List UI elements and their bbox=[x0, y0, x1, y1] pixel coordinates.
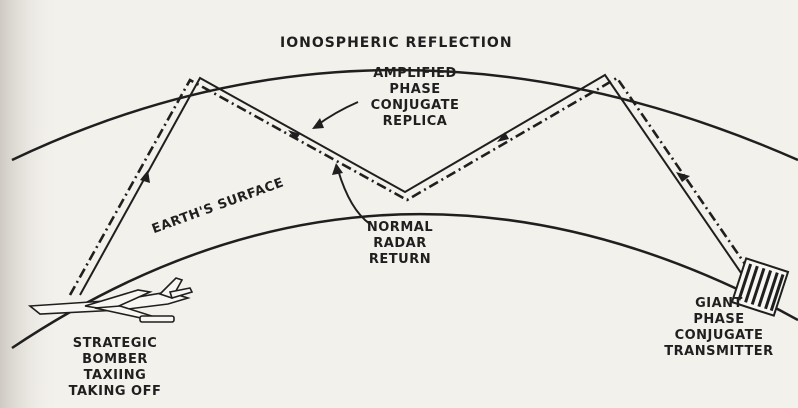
amplified-leader-arrow bbox=[312, 118, 324, 129]
ionosphere-arc bbox=[11, 68, 798, 162]
earth-surface-arc bbox=[11, 212, 798, 350]
amplified-replica-label: AMPLIFIED PHASE CONJUGATE REPLICA bbox=[355, 66, 475, 130]
bomber-label: STRATEGIC BOMBER TAXIING TAKING OFF bbox=[60, 336, 170, 400]
normal-label-line-1: NORMAL bbox=[366, 220, 434, 235]
normal-leader-line bbox=[337, 169, 371, 225]
transmitter-label-line-2: PHASE bbox=[693, 312, 745, 327]
normal-radar-return-path bbox=[79, 73, 749, 296]
amplified-replica-path bbox=[68, 76, 760, 296]
ionospheric-reflection-label: IONOSPHERIC REFLECTION bbox=[280, 35, 513, 51]
phase-conjugate-transmitter-icon bbox=[730, 257, 790, 317]
path-arrowheads bbox=[140, 130, 690, 183]
transmitter-label: GIANT PHASE CONJUGATE TRANSMITTER bbox=[664, 296, 774, 360]
strategic-bomber-icon bbox=[27, 277, 194, 323]
normal-radar-return-label: NORMAL RADAR RETURN bbox=[355, 220, 445, 268]
bomber-label-line-4: TAKING OFF bbox=[68, 384, 162, 399]
bomber-label-line-2: BOMBER bbox=[82, 352, 148, 367]
bomber-label-line-3: TAXIING bbox=[83, 368, 147, 383]
page-edge-shadow bbox=[0, 0, 60, 408]
transmitter-label-line-1: GIANT bbox=[695, 296, 743, 311]
bomber-label-line-1: STRATEGIC bbox=[72, 336, 158, 351]
transmitter-label-line-4: TRANSMITTER bbox=[664, 344, 774, 359]
transmitter-label-line-3: CONJUGATE bbox=[674, 328, 764, 343]
amplified-label-line-1: AMPLIFIED bbox=[373, 66, 457, 81]
amplified-label-line-4: REPLICA bbox=[382, 114, 448, 129]
amplified-leader-line bbox=[315, 101, 359, 127]
normal-label-line-3: RETURN bbox=[368, 252, 432, 267]
amplified-label-line-2: PHASE bbox=[389, 82, 441, 97]
normal-label-line-2: RADAR bbox=[373, 236, 427, 251]
normal-leader-arrow bbox=[332, 163, 343, 175]
amplified-label-line-3: CONJUGATE bbox=[370, 98, 460, 113]
